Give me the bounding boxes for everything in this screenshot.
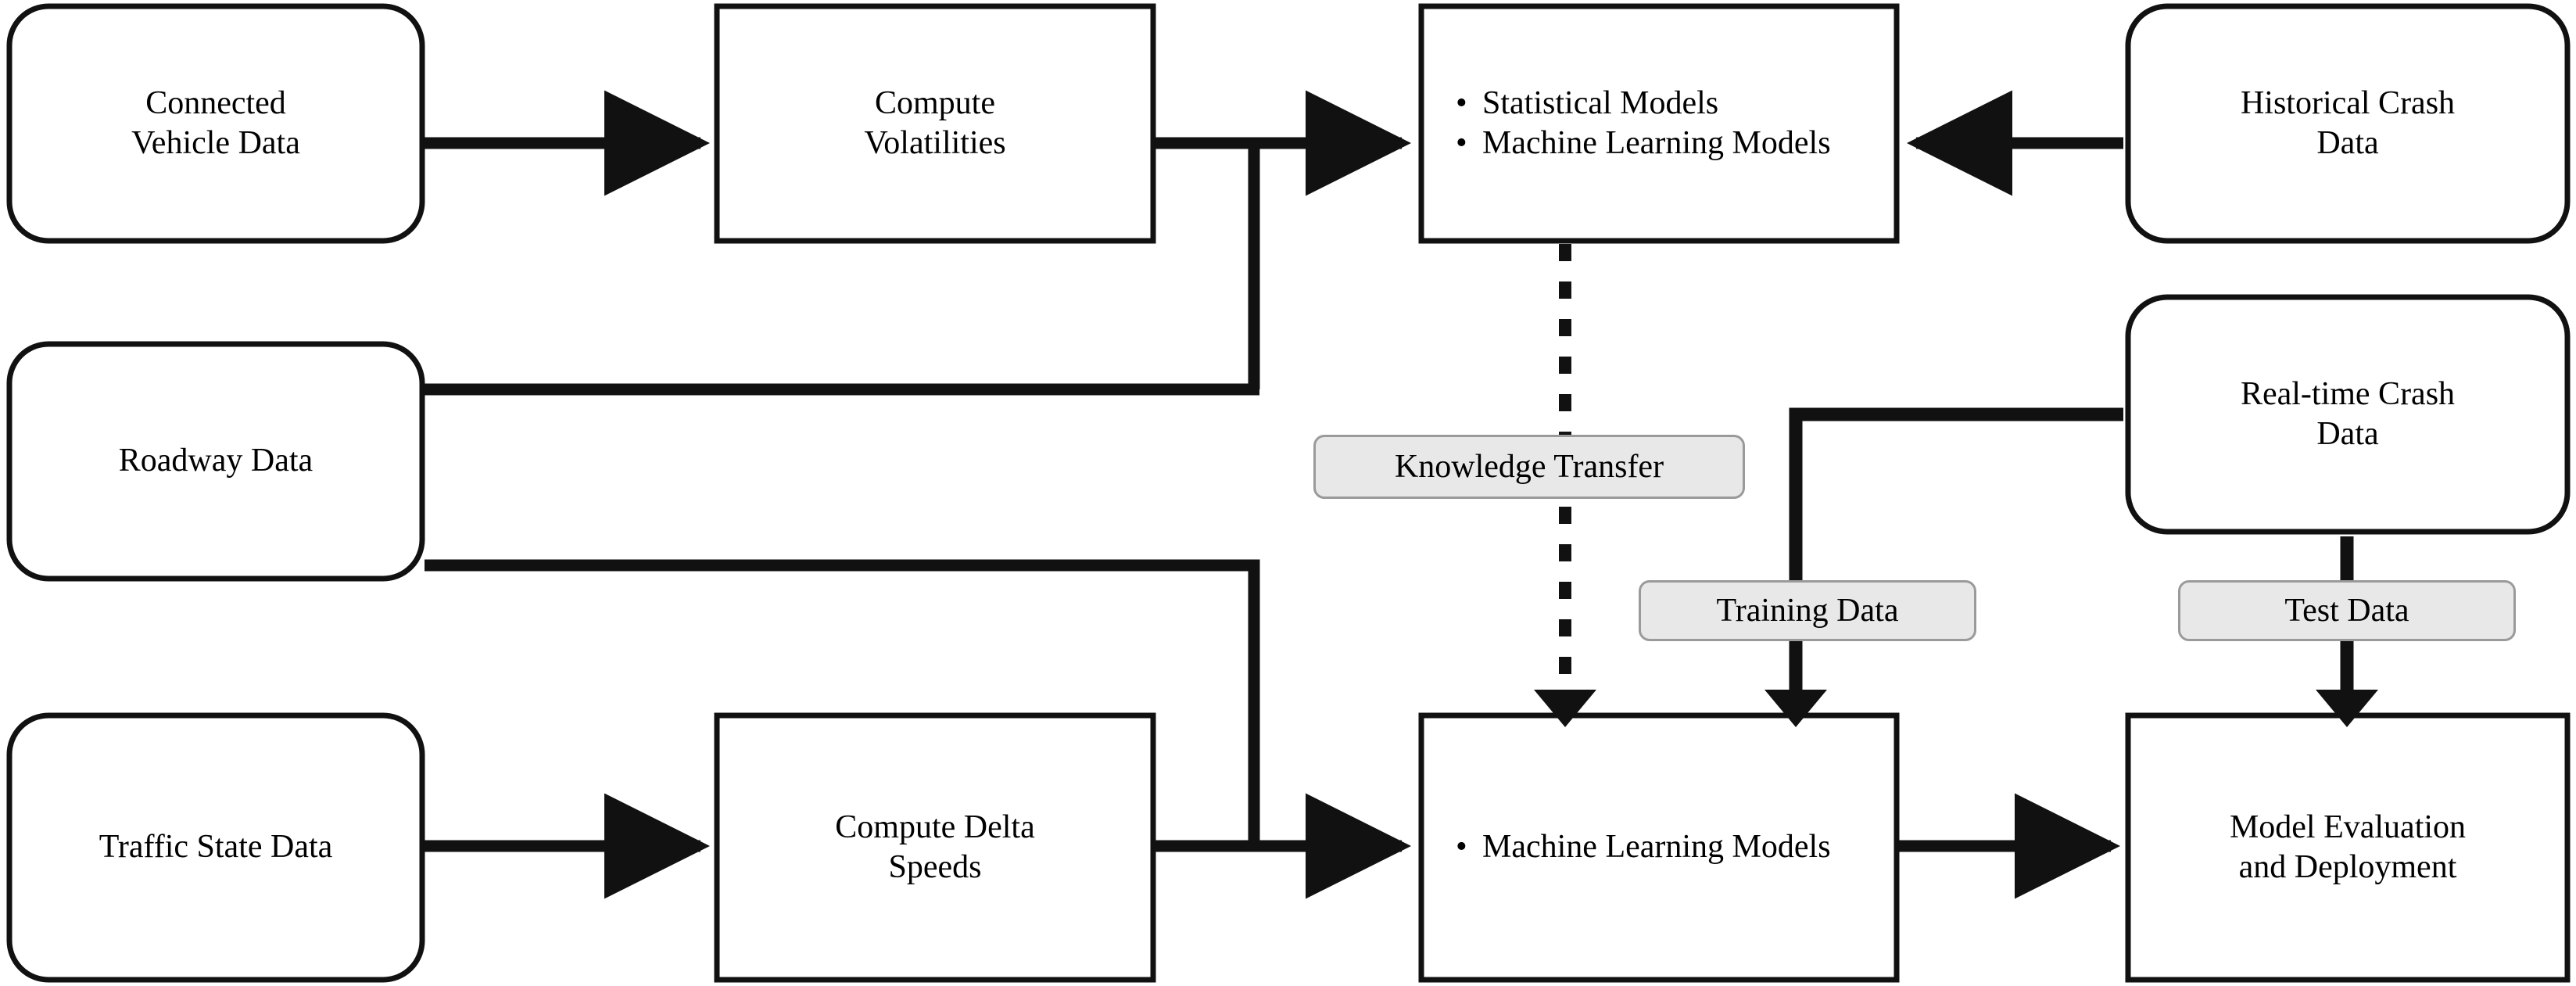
label-statistical-ml-models: • Statistical Models • Machine Learning … — [1456, 6, 1878, 241]
node-compute-volatilities[interactable] — [714, 3, 1156, 244]
node-statistical-ml-models[interactable] — [1418, 3, 1900, 244]
training-data-arrowhead — [1765, 690, 1827, 727]
bullet-text-ml-models-bottom: Machine Learning Models — [1482, 829, 1831, 866]
tag-knowledge-transfer-text: Knowledge Transfer — [1394, 449, 1664, 485]
tag-training-data[interactable]: Training Data — [1639, 580, 1976, 641]
node-historical-crash-data[interactable] — [2125, 3, 2571, 244]
label-machine-learning-models: • Machine Learning Models — [1456, 715, 1878, 980]
edge-realtime-to-training — [1789, 407, 2123, 694]
node-compute-delta-speeds[interactable] — [714, 712, 1156, 983]
node-real-time-crash-data[interactable] — [2125, 294, 2571, 535]
bullet-item-statistical-models: • Statistical Models — [1456, 84, 1878, 124]
bullet-text-statistical-models: Statistical Models — [1482, 84, 1719, 121]
bullet-dot-icon: • — [1456, 84, 1467, 121]
bullet-item-machine-learning-models: • Machine Learning Models — [1456, 124, 1878, 163]
bullet-text-machine-learning-models: Machine Learning Models — [1482, 125, 1831, 161]
knowledge-transfer-arrowhead — [1534, 690, 1596, 727]
tag-training-data-text: Training Data — [1716, 593, 1899, 629]
tag-test-data[interactable]: Test Data — [2178, 580, 2516, 641]
bullet-item-ml-models-bottom: • Machine Learning Models — [1456, 827, 1878, 867]
node-traffic-state-data[interactable] — [6, 712, 425, 983]
tag-knowledge-transfer[interactable]: Knowledge Transfer — [1313, 435, 1745, 499]
edge-roadway-to-ml — [425, 559, 1260, 846]
node-connected-vehicle-data[interactable] — [6, 3, 425, 244]
node-model-evaluation-deployment[interactable] — [2125, 712, 2571, 983]
bullet-dot-icon: • — [1456, 125, 1467, 161]
node-machine-learning-models[interactable] — [1418, 712, 1900, 983]
tag-test-data-text: Test Data — [2284, 593, 2409, 629]
test-data-arrowhead — [2316, 690, 2378, 727]
node-roadway-data[interactable] — [6, 341, 425, 582]
bullet-dot-icon: • — [1456, 829, 1467, 866]
